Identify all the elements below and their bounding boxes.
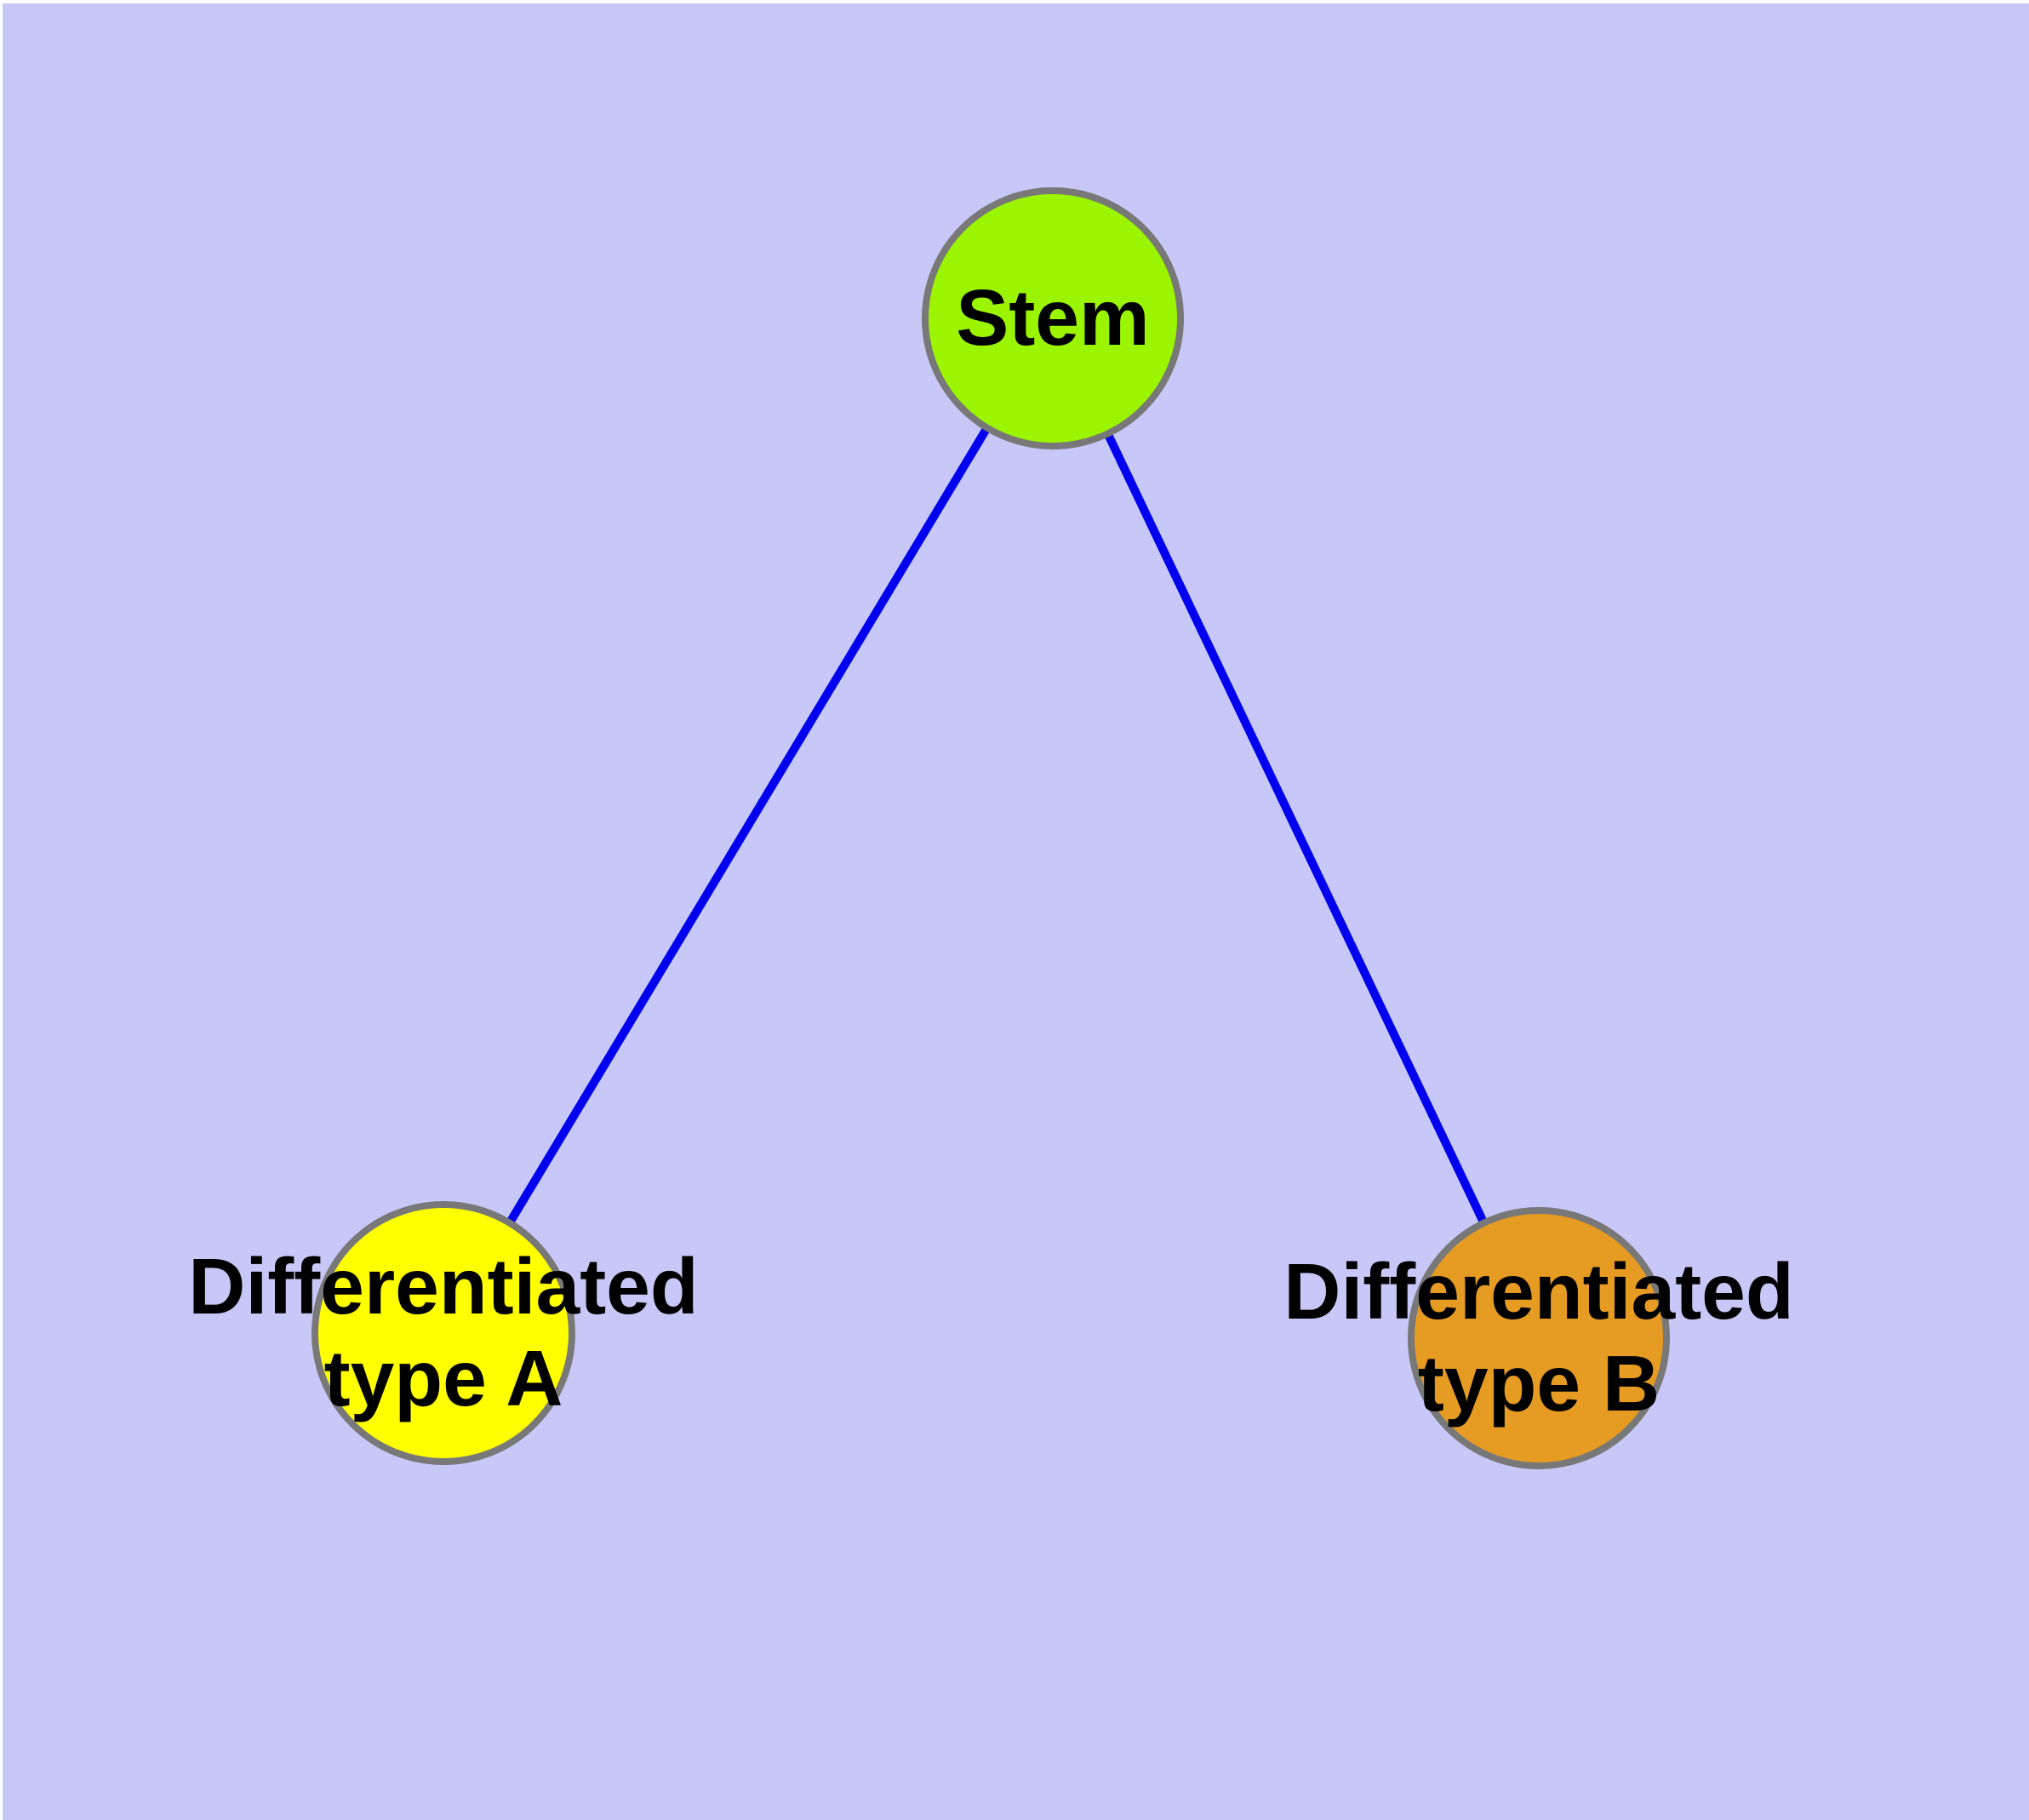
node-circle-stem <box>922 187 1184 449</box>
edge-stem-type-a <box>439 316 1057 1336</box>
node-circle-type-b <box>1408 1207 1670 1469</box>
node-circle-type-a <box>311 1201 575 1465</box>
edge-stem-type-b <box>1049 316 1543 1341</box>
